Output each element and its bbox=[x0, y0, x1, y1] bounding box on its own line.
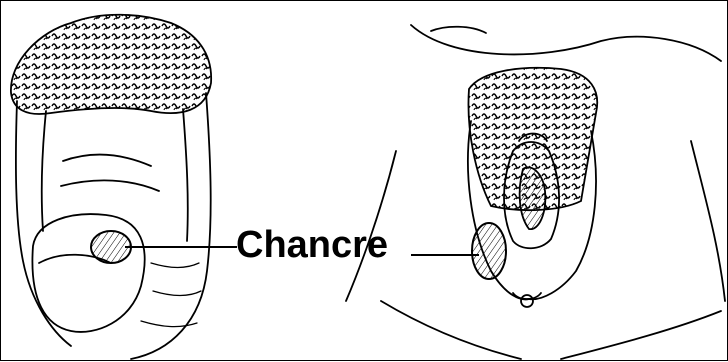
female-right-thigh bbox=[691, 141, 725, 301]
female-figure bbox=[346, 25, 725, 359]
male-pubic-hair bbox=[11, 15, 211, 114]
male-glans bbox=[32, 214, 144, 332]
female-chancre-lesion bbox=[472, 223, 506, 279]
male-figure bbox=[11, 15, 211, 359]
chancre-label: Chancre bbox=[236, 223, 388, 267]
female-upper-contour bbox=[411, 25, 721, 61]
male-right-outline bbox=[131, 93, 211, 359]
male-shaft bbox=[42, 109, 188, 241]
